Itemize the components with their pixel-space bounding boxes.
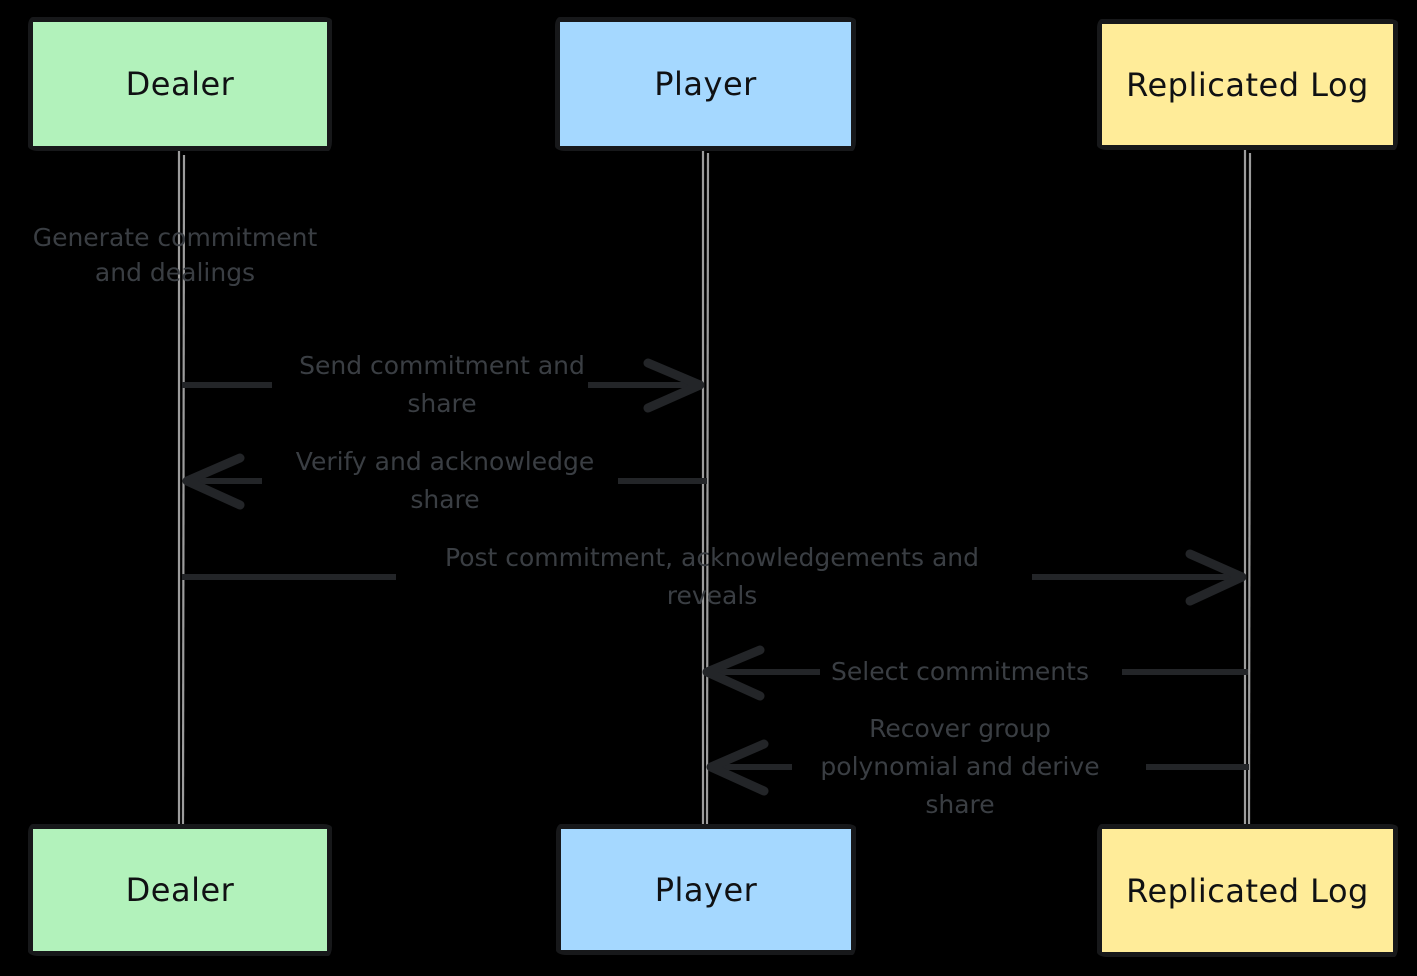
note-line: and dealings: [94, 258, 256, 287]
message-line: share: [410, 485, 480, 514]
arrowhead: [1185, 549, 1247, 606]
message-label-select-commitments: Select commitments: [831, 653, 1089, 691]
actor-label-player: Player: [654, 65, 757, 103]
message-line: Recover group: [869, 714, 1051, 743]
message-label-verify-acknowledge: Verify and acknowledge share: [296, 443, 594, 519]
arrow-send-commitment-and-share: [182, 358, 705, 413]
arrowhead: [702, 645, 765, 701]
message-line: Verify and acknowledge: [295, 447, 595, 476]
actor-label-dealer: Dealer: [125, 871, 235, 909]
actor-label-player: Player: [654, 870, 758, 909]
arrowhead: [706, 739, 769, 796]
message-label-post-commitment: Post commitment, acknowledgements and re…: [445, 539, 979, 615]
arrow-select-commitments: [702, 645, 1248, 701]
actor-label-dealer: Dealer: [125, 65, 235, 103]
actor-box-replicated-log-top: Replicated Log: [1097, 19, 1398, 150]
message-label-recover-group-polynomial: Recover group polynomial and derive shar…: [820, 710, 1099, 824]
note-generate-commitment: Generate commitment and dealings: [33, 220, 318, 290]
lifeline-replicated-log: [1243, 150, 1252, 829]
message-label-send-commitment: Send commitment and share: [299, 347, 585, 423]
arrow-recover-group-polynomial: [706, 739, 1249, 796]
actor-box-dealer-top: Dealer: [28, 17, 332, 151]
lifeline-dealer: [177, 151, 186, 827]
arrowhead: [182, 453, 245, 510]
message-line: Send commitment and: [299, 351, 585, 380]
actor-label-replicated-log: Replicated Log: [1126, 65, 1369, 104]
message-line: Select commitments: [831, 657, 1089, 686]
actor-label-replicated-log: Replicated Log: [1126, 871, 1369, 910]
actor-box-player-bottom: Player: [556, 824, 856, 955]
arrow-post-commitment-acknowledgements-reveals: [182, 549, 1247, 606]
actor-box-replicated-log-bottom: Replicated Log: [1097, 824, 1398, 957]
arrowhead: [643, 358, 705, 413]
arrow-verify-and-acknowledge-share: [182, 453, 707, 510]
lifeline-player: [701, 151, 710, 827]
actor-box-dealer-bottom: Dealer: [28, 824, 332, 956]
message-line: polynomial and derive: [820, 752, 1100, 781]
message-line: reveals: [666, 581, 758, 610]
message-line: share: [925, 790, 995, 819]
note-line: Generate commitment: [32, 223, 318, 252]
message-line: Post commitment, acknowledgements and: [445, 543, 979, 572]
message-line: share: [407, 389, 477, 418]
actor-box-player-top: Player: [555, 17, 856, 151]
